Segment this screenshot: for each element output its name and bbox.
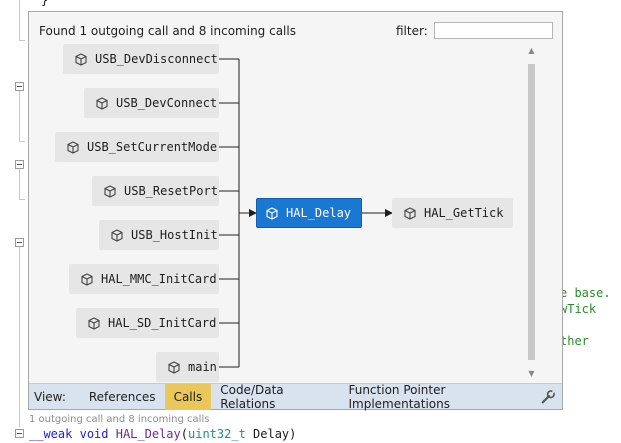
- call-connectors: [219, 58, 393, 368]
- fold-guide: [19, 0, 20, 40]
- selected-function-node[interactable]: HAL_Delay: [256, 198, 362, 228]
- fold-guide: [19, 91, 20, 141]
- param-type: uint32_t: [188, 427, 246, 441]
- cube-icon: [81, 272, 93, 286]
- function-name: HAL_Delay: [115, 427, 181, 441]
- node-label: USB_ResetPort: [124, 184, 218, 198]
- closing-brace: }: [41, 0, 49, 7]
- vertical-scrollbar[interactable]: ▲ ▼: [525, 44, 538, 380]
- callee-node[interactable]: HAL_GetTick: [392, 198, 513, 228]
- cube-icon: [96, 96, 108, 110]
- tab-references[interactable]: References: [88, 389, 156, 404]
- view-label: View:: [34, 389, 66, 404]
- call-hierarchy-popup: Found 1 outgoing call and 8 incoming cal…: [28, 11, 563, 411]
- fold-toggle[interactable]: [15, 429, 24, 438]
- cube-icon: [75, 52, 87, 66]
- caller-node[interactable]: USB_DevConnect: [84, 88, 219, 118]
- node-label: main: [188, 360, 217, 374]
- fold-guide-end: [19, 199, 25, 200]
- cube-icon: [88, 316, 100, 330]
- scroll-down-icon[interactable]: ▼: [528, 369, 535, 378]
- call-graph: USB_DevDisconnect USB_DevConnect USB_Set…: [29, 42, 524, 384]
- cube-icon: [266, 206, 278, 220]
- fold-toggle[interactable]: [15, 82, 24, 91]
- keyword-weak: __weak: [29, 427, 73, 441]
- cube-icon: [111, 228, 123, 242]
- function-signature: __weak void HAL_Delay(uint32_t Delay): [29, 427, 296, 442]
- tab-code-data-relations[interactable]: Code/Data Relations: [220, 382, 284, 411]
- node-label: USB_DevDisconnect: [95, 52, 218, 66]
- fold-toggle[interactable]: [15, 238, 24, 247]
- caller-node[interactable]: USB_HostInit: [99, 220, 219, 250]
- caller-node[interactable]: USB_ResetPort: [92, 176, 219, 206]
- comment-text: ther: [560, 334, 589, 348]
- caller-node[interactable]: USB_SetCurrentMode: [55, 132, 219, 162]
- paren-open: (: [180, 427, 188, 441]
- arrow-head: [249, 209, 257, 217]
- cube-icon: [67, 140, 79, 154]
- view-bar: View: References Calls Code/Data Relatio…: [29, 382, 562, 411]
- node-label: HAL_SD_InitCard: [108, 316, 217, 330]
- comment-text: wTick: [560, 302, 597, 316]
- scroll-up-icon[interactable]: ▲: [528, 46, 535, 55]
- popup-header: Found 1 outgoing call and 8 incoming cal…: [39, 24, 296, 38]
- fold-guide-end: [19, 40, 25, 41]
- caller-node[interactable]: HAL_MMC_InitCard: [69, 264, 219, 294]
- node-label: USB_DevConnect: [116, 96, 218, 110]
- tab-function-pointer-implementations[interactable]: Function Pointer Implementations: [348, 382, 451, 411]
- fold-toggle[interactable]: [15, 160, 24, 169]
- cube-icon: [104, 184, 116, 198]
- comment-text: e base.: [560, 286, 611, 300]
- caller-node[interactable]: HAL_SD_InitCard: [76, 308, 219, 338]
- node-label: USB_SetCurrentMode: [87, 140, 218, 154]
- filter-input[interactable]: [434, 22, 553, 39]
- cube-icon: [404, 206, 416, 220]
- param-name: Delay: [245, 427, 290, 441]
- node-label: HAL_Delay: [286, 206, 352, 220]
- node-label: USB_HostInit: [131, 228, 218, 242]
- node-label: HAL_MMC_InitCard: [101, 272, 217, 286]
- wrench-icon[interactable]: [540, 388, 556, 406]
- filter-label: filter:: [396, 24, 428, 38]
- fold-guide-end: [19, 141, 25, 142]
- keyword-void: void: [79, 427, 109, 441]
- fold-guide: [19, 169, 20, 199]
- paren-close: ): [289, 427, 297, 441]
- cube-icon: [168, 360, 180, 374]
- node-label: HAL_GetTick: [424, 206, 504, 220]
- tab-calls[interactable]: Calls: [164, 383, 212, 410]
- caller-node[interactable]: USB_DevDisconnect: [63, 44, 219, 74]
- scroll-thumb[interactable]: [528, 64, 535, 360]
- fold-guide: [19, 247, 20, 427]
- status-text: 1 outgoing call and 8 incoming calls: [29, 414, 210, 425]
- arrow-head: [385, 209, 393, 217]
- caller-node[interactable]: main: [156, 352, 219, 382]
